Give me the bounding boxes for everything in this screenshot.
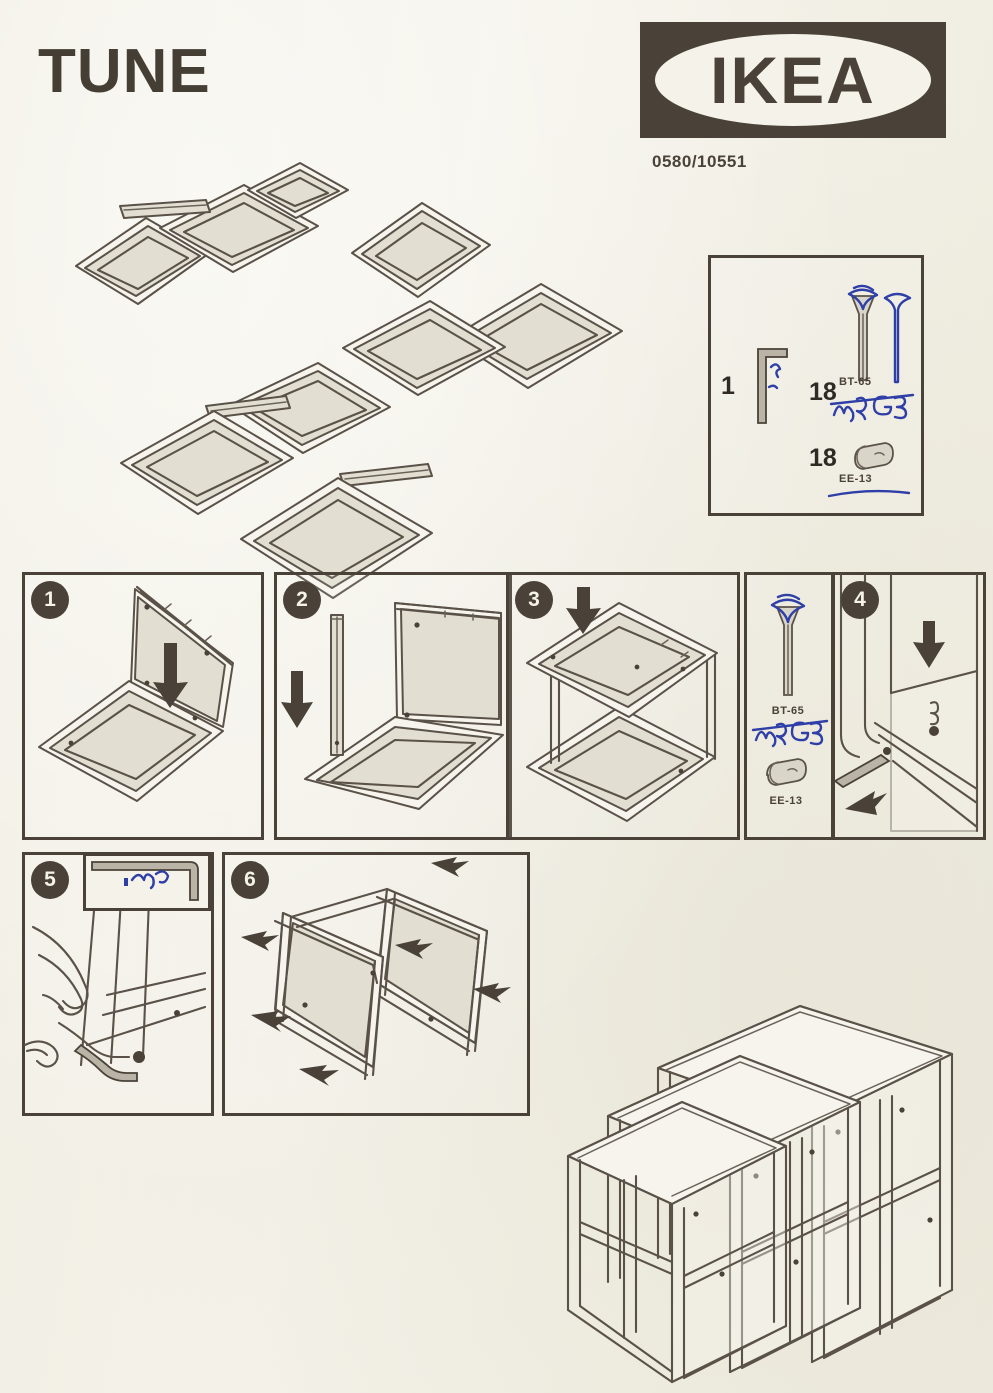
- step-1-panel: 1: [22, 572, 264, 840]
- part-frame-small-c: [247, 162, 349, 219]
- vertical-rail-part: [330, 614, 344, 756]
- step-4-panel: 4: [832, 572, 986, 840]
- allen-key-icon: [749, 343, 795, 429]
- hardware-code-cam-lock: EE-13: [769, 795, 803, 807]
- hardware-item-allen-key: 1: [721, 343, 795, 429]
- step-3-badge: 3: [515, 581, 553, 619]
- part-frame-large-g: [450, 283, 623, 389]
- table-small: [566, 1100, 788, 1384]
- handwritten-underline-cam-lock: [827, 488, 911, 500]
- parts-overview-diagram: [28, 158, 658, 599]
- down-arrow-icon: [281, 671, 313, 728]
- push-arrow-icon: [395, 939, 433, 959]
- part-rail-long-3: [339, 463, 433, 487]
- part-frame-medium-e: [229, 362, 391, 454]
- allen-key-icon: [57, 1021, 145, 1082]
- hardware-code-bolt: BT-65: [771, 705, 805, 717]
- step-3-panel: 3: [506, 572, 740, 840]
- step-2-panel: 2: [274, 572, 512, 840]
- down-arrow-icon: [153, 643, 188, 708]
- step-1-badge: 1: [31, 581, 69, 619]
- article-number: 0580/10551: [652, 152, 747, 171]
- step-6-panel: 6: [222, 852, 530, 1116]
- step-5-inset-allen-key: [83, 853, 211, 911]
- bolt-icon: [833, 747, 891, 789]
- hardware-code-bolt: BT-65: [839, 376, 872, 388]
- hardware-item-cam-lock: 18: [809, 441, 897, 475]
- step-4-illustration: [833, 573, 979, 833]
- cam-lock-hole-icon: [929, 701, 940, 736]
- final-product-illustration: [566, 1004, 954, 1384]
- page-title: TUNE: [38, 37, 211, 106]
- bolt-icon: [845, 284, 881, 402]
- step-6-illustration: [241, 857, 511, 1086]
- step-5-panel: 5: [22, 852, 214, 1116]
- allen-key-icon: [91, 861, 199, 901]
- step-2-badge: 2: [283, 581, 321, 619]
- ikea-logo-oval: IKEA: [655, 34, 931, 126]
- down-arrow-icon: [913, 621, 945, 668]
- hardware-qty: 18: [809, 443, 837, 472]
- step-5-illustration: [23, 897, 207, 1082]
- hardware-reference-panel: BT-65 EE-13: [744, 572, 834, 840]
- down-arrow-icon: [566, 587, 601, 634]
- step-1-illustration: [38, 585, 234, 802]
- handwritten-annotation-bolt: [751, 718, 829, 748]
- hardware-code-cam-lock: EE-13: [839, 473, 873, 485]
- cam-lock-icon: [761, 757, 811, 791]
- push-arrow-icon: [473, 983, 511, 1003]
- bolt-icon: [767, 591, 809, 701]
- bolt-icon-secondary: [883, 284, 913, 402]
- push-arrow-icon: [299, 1065, 339, 1086]
- hardware-parts-box: 1 18 BT-65: [708, 255, 924, 516]
- step-4-badge: 4: [841, 581, 879, 619]
- part-frame-medium-h: [342, 300, 506, 396]
- hand-illustration: [23, 925, 89, 1068]
- finished-nesting-tables: [562, 990, 982, 1384]
- step-5-badge: 5: [31, 861, 69, 899]
- part-frame-large-f: [120, 410, 294, 515]
- part-rail-short-1: [119, 199, 211, 219]
- cam-lock-icon: [849, 441, 897, 475]
- step-3-illustration: [526, 587, 718, 822]
- handwritten-annotation-bolt: [829, 391, 915, 423]
- hardware-item-bolt: 18: [809, 284, 913, 407]
- ikea-logo: IKEA: [640, 22, 946, 138]
- step-2-illustration: [281, 601, 504, 810]
- hardware-qty: 1: [721, 371, 735, 400]
- push-arrow-icon: [241, 931, 279, 951]
- insert-arrow-icon: [845, 791, 887, 815]
- part-frame-large-i: [240, 477, 433, 599]
- step-6-badge: 6: [231, 861, 269, 899]
- push-arrow-icon: [431, 857, 469, 877]
- push-arrow-icon: [251, 1011, 291, 1032]
- part-frame-medium-d: [351, 202, 491, 298]
- hardware-qty: 18: [809, 378, 837, 406]
- ikea-logo-text: IKEA: [710, 43, 876, 117]
